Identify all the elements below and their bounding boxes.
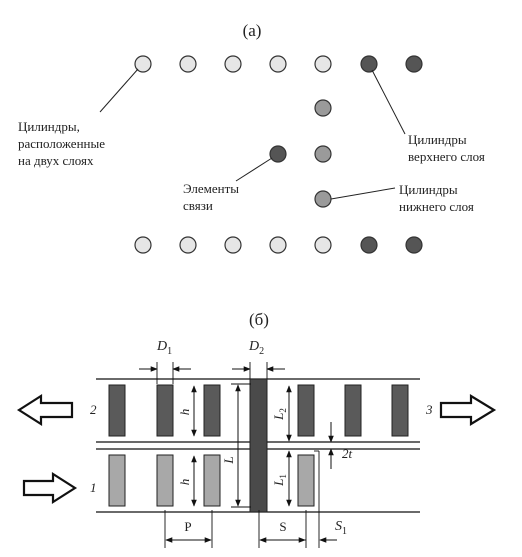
panel-a-label: (a) — [243, 21, 262, 40]
cylinder-both-layers — [314, 55, 332, 73]
s-label: S — [279, 519, 286, 534]
port-3-arrow-icon — [439, 394, 497, 426]
gap-label: 2t — [342, 446, 353, 461]
lower-rod — [156, 454, 174, 507]
annotation-both-layers-line-2: расположенные — [18, 136, 105, 151]
s1-label: S1 — [335, 519, 347, 537]
cylinder-both-layers — [269, 236, 287, 254]
d2-label: D2 — [248, 339, 264, 357]
cylinder-both-layers — [179, 55, 197, 73]
upper-rod — [297, 384, 315, 437]
panel-b-label: (б) — [249, 310, 269, 329]
l1-label: L1 — [271, 474, 288, 487]
panel-b: (б) 2 3 1 D1 — [16, 310, 497, 548]
annotation-both-layers-line-1: Цилиндры, — [18, 119, 80, 134]
cylinder-both-layers — [269, 55, 287, 73]
cylinder-both-layers — [224, 55, 242, 73]
coupling-rod — [249, 378, 268, 513]
d1-label: D1 — [156, 339, 172, 357]
annotation-upper-layer-line-1: Цилиндры — [408, 132, 467, 147]
panel-a: (a) Цилиндры, расположенные на двух слоя… — [18, 21, 485, 254]
cylinder-upper-layer — [405, 55, 423, 73]
upper-rod — [108, 384, 126, 437]
l2-label: L2 — [271, 408, 288, 421]
leader-line-both-layers — [99, 68, 139, 113]
leader-line-links — [235, 157, 273, 182]
port-2-arrow-icon — [16, 393, 74, 427]
cylinder-both-layers — [179, 236, 197, 254]
leader-line-upper-layer — [371, 69, 406, 135]
upper-rod — [156, 384, 174, 437]
lower-rod — [203, 454, 221, 507]
annotation-upper-layer-line-2: верхнего слоя — [408, 149, 485, 164]
port-3-label: 3 — [425, 402, 433, 417]
port-1-label: 1 — [90, 480, 97, 495]
annotation-links-line-2: связи — [183, 198, 213, 213]
annotation-lower-layer-line-1: Цилиндры — [399, 182, 458, 197]
port-2-label: 2 — [90, 402, 97, 417]
upper-rod — [391, 384, 409, 437]
annotation-both-layers-line-3: на двух слоях — [18, 153, 94, 168]
annotation-links-line-1: Элементы — [183, 181, 239, 196]
cylinder-both-layers — [134, 55, 152, 73]
p-label: P — [184, 519, 191, 534]
cylinder-upper-layer — [360, 236, 378, 254]
link-element — [269, 145, 287, 163]
h-lower-label: h — [177, 479, 192, 486]
upper-rod — [203, 384, 221, 437]
cylinder-lower-layer — [314, 190, 332, 208]
cylinder-upper-layer — [405, 236, 423, 254]
cylinder-both-layers — [224, 236, 242, 254]
cylinder-both-layers — [134, 236, 152, 254]
annotation-lower-layer-line-2: нижнего слоя — [399, 199, 474, 214]
l-label: L — [221, 456, 236, 464]
leader-line-lower-layer — [330, 187, 396, 200]
upper-rod — [344, 384, 362, 437]
lower-rod — [297, 454, 315, 507]
cylinder-both-layers — [314, 236, 332, 254]
cylinder-upper-layer — [360, 55, 378, 73]
cylinder-lower-layer — [314, 99, 332, 117]
h-upper-label: h — [177, 409, 192, 416]
cylinder-lower-layer — [314, 145, 332, 163]
port-1-arrow-icon — [22, 471, 78, 505]
lower-rod — [108, 454, 126, 507]
